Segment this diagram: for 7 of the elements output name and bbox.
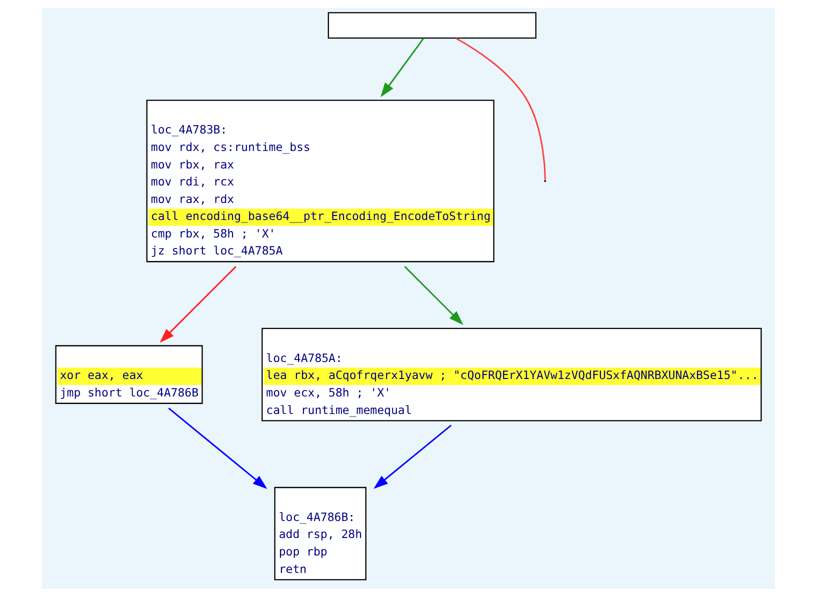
arrow xyxy=(160,266,236,343)
connector xyxy=(456,38,546,180)
node-box xyxy=(328,12,536,39)
arrow xyxy=(404,266,464,326)
arrow xyxy=(374,424,452,489)
arrow xyxy=(168,408,268,489)
arrow xyxy=(380,38,424,98)
